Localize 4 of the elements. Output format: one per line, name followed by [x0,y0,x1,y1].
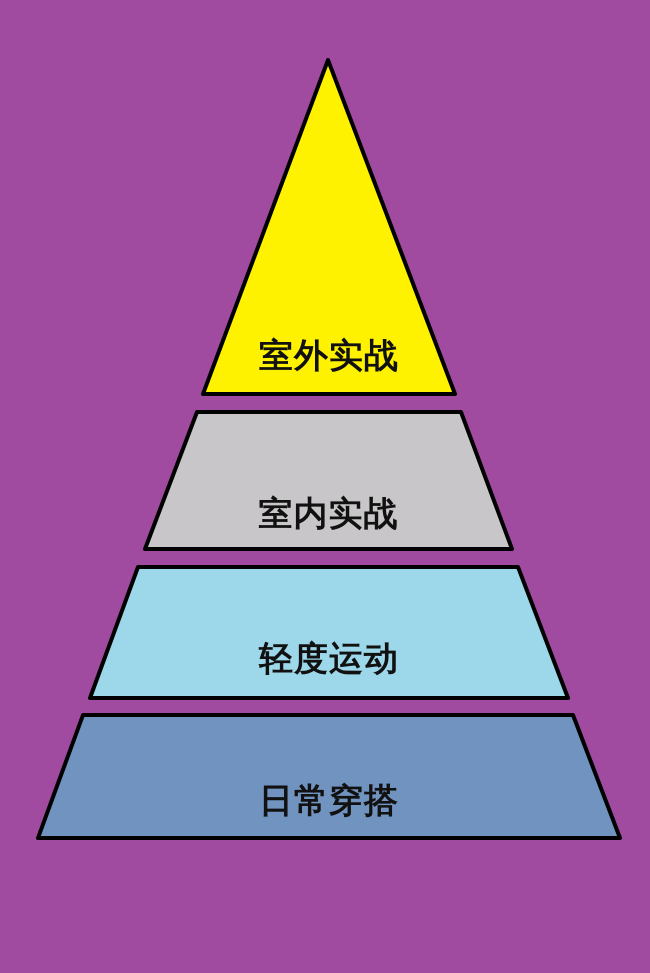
tier-label: 室内实战 [258,493,400,536]
tier-label: 室外实战 [258,335,400,378]
tier-label: 日常穿搭 [258,780,400,823]
tier-label: 轻度运动 [258,638,400,681]
